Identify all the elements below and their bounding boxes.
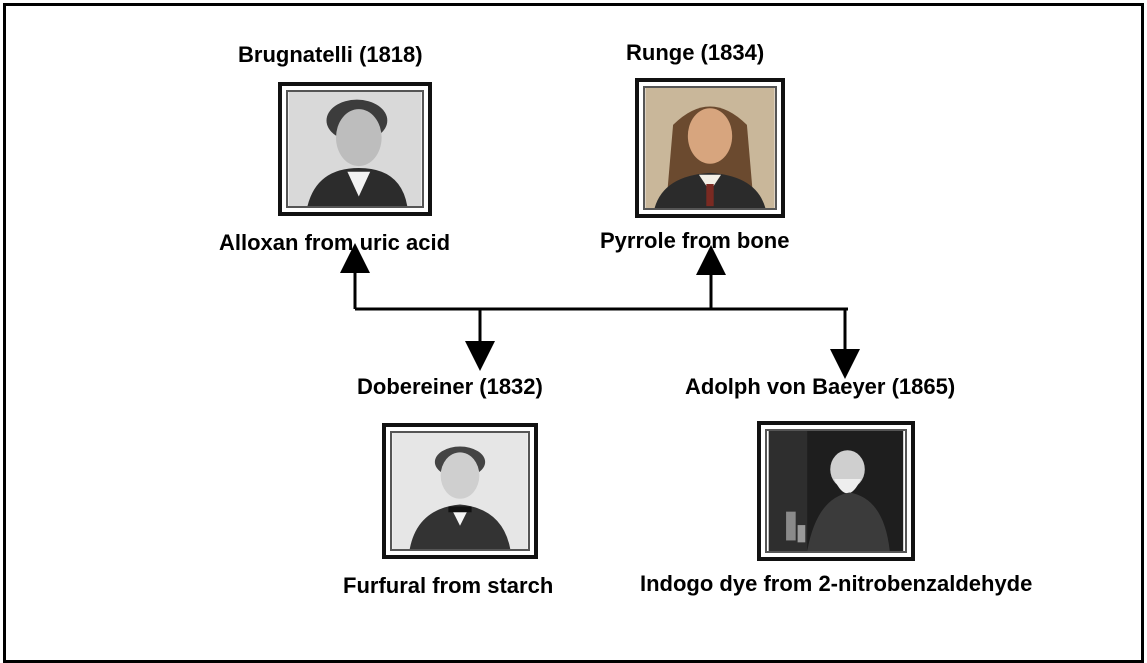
connector-lines — [0, 0, 1147, 620]
